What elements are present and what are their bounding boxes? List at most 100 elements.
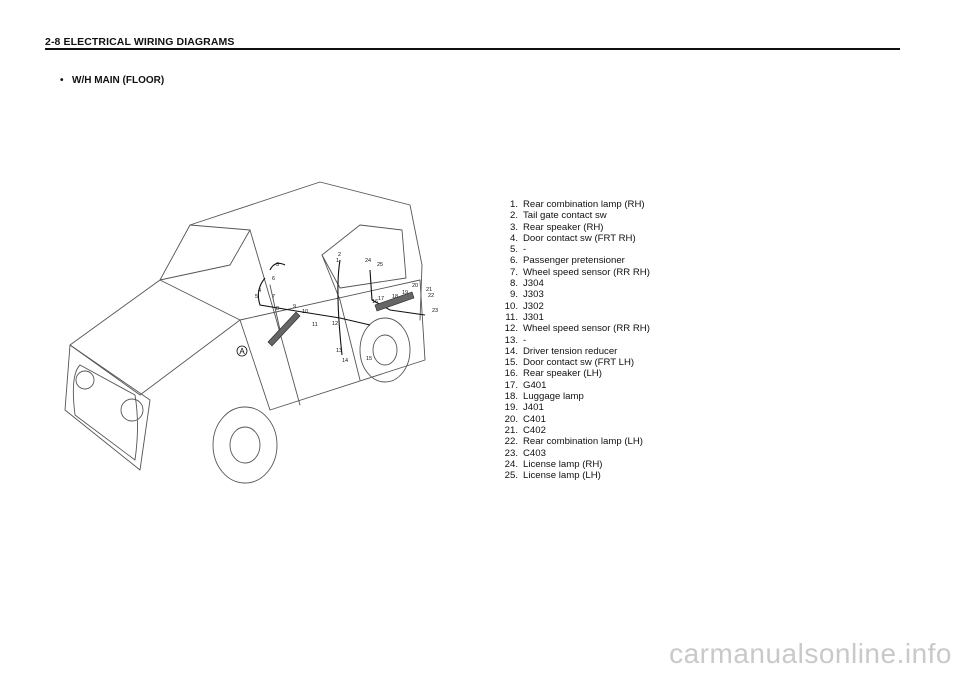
callout-number: 16 xyxy=(372,299,378,305)
legend-item: 9.J303 xyxy=(500,289,650,300)
legend-item: 20.C401 xyxy=(500,414,650,425)
legend-item-label: Wheel speed sensor (RR RH) xyxy=(523,323,650,335)
callout-number: 12 xyxy=(332,321,338,327)
page-header: 2-8 ELECTRICAL WIRING DIAGRAMS xyxy=(45,36,235,48)
callout-number: 18 xyxy=(392,294,398,300)
legend-item: 5.- xyxy=(500,244,650,255)
legend-item: 2. Tail gate contact sw xyxy=(500,210,650,221)
legend-item-label: Rear speaker (RH) xyxy=(523,221,604,233)
callout-number: 5 xyxy=(255,294,258,300)
legend-item: 4.Door contact sw (FRT RH) xyxy=(500,233,650,244)
legend-item-label: Passenger pretensioner xyxy=(523,255,625,267)
legend-item: 7. Wheel speed sensor (RR RH) xyxy=(500,267,650,278)
legend-item-label: License lamp (RH) xyxy=(523,458,603,470)
legend-item-number: 13. xyxy=(504,334,518,346)
legend-item-label: Driver tension reducer xyxy=(523,345,618,357)
legend-item-label: C403 xyxy=(523,447,546,459)
legend-item: 14. Driver tension reducer xyxy=(500,346,650,357)
legend-item-label: C402 xyxy=(523,424,546,436)
callout-number: 4 xyxy=(258,288,261,294)
section-title: • W/H MAIN (FLOOR) xyxy=(60,75,164,86)
callout-number: 11 xyxy=(312,322,318,328)
callout-number: 9 xyxy=(293,304,296,310)
legend-item-label: Luggage lamp xyxy=(523,391,584,403)
callout-number: 14 xyxy=(342,358,348,364)
callout-number: 23 xyxy=(432,308,438,314)
front-wheel-hub xyxy=(229,426,261,464)
callout-number: 10 xyxy=(302,309,308,315)
legend-item: 6.Passenger pretensioner xyxy=(500,255,650,266)
headlamp-left xyxy=(75,370,95,390)
legend-item: 17.G401 xyxy=(500,380,650,391)
legend-item-number: 15. xyxy=(504,357,518,369)
legend-item: 21. C402 xyxy=(500,425,650,436)
legend-item: 13.- xyxy=(500,335,650,346)
legend-item-label: J301 xyxy=(523,311,544,323)
legend-item: 16.Rear speaker (LH) xyxy=(500,368,650,379)
legend-item-number: 7. xyxy=(509,266,518,278)
section-title-text: W/H MAIN (FLOOR) xyxy=(72,75,165,86)
legend-item: 19. J401 xyxy=(500,402,650,413)
headlamp-right xyxy=(120,398,144,422)
legend-item-number: 24. xyxy=(504,458,518,470)
rear-wheel xyxy=(359,317,411,383)
callout-number: 24 xyxy=(365,258,371,264)
callout-number: 15 xyxy=(366,356,372,362)
legend-item-number: 25. xyxy=(504,470,518,482)
watermark: carmanualsonline.info xyxy=(669,638,952,669)
legend-item-number: 8. xyxy=(509,278,518,290)
vehicle-windshield xyxy=(159,224,251,281)
legend-item: 12.Wheel speed sensor (RR RH) xyxy=(500,323,650,334)
legend-item-label: - xyxy=(523,244,527,256)
callout-number: 22 xyxy=(428,293,434,299)
legend-item-number: 10. xyxy=(504,300,518,312)
legend-item-label: J401 xyxy=(523,402,544,414)
rear-wheel-hub xyxy=(372,334,398,366)
callout-number: 6 xyxy=(272,276,275,282)
legend-item-number: 9. xyxy=(509,289,518,301)
legend-item-number: 21. xyxy=(504,424,518,436)
callout-a-circle xyxy=(236,345,248,357)
legend-item-label: Tail gate contact sw xyxy=(523,210,607,222)
legend-item: 3.Rear speaker (RH) xyxy=(500,222,650,233)
legend-item-number: 18. xyxy=(504,391,518,403)
callout-number: 19 xyxy=(402,290,408,296)
vehicle-bullbar xyxy=(72,364,138,461)
legend-item-number: 14. xyxy=(504,345,518,357)
callout-number: 1 xyxy=(336,258,339,264)
legend-item-label: J304 xyxy=(523,278,544,290)
callout-number: 20 xyxy=(412,283,418,289)
legend-item: 8. J304 xyxy=(500,278,650,289)
callout-number: 2 xyxy=(338,252,341,258)
legend-item: 18. Luggage lamp xyxy=(500,391,650,402)
legend-item-number: 4. xyxy=(509,232,518,244)
legend-item: 11.J301 xyxy=(500,312,650,323)
legend-item-label: C401 xyxy=(523,413,546,425)
legend-item-number: 1. xyxy=(509,199,518,210)
legend-item-number: 16. xyxy=(504,368,518,380)
legend-item: 1. Rear combination lamp (RH) xyxy=(500,199,650,210)
legend-item: 22.Rear combination lamp (LH) xyxy=(500,436,650,447)
vehicle-hood xyxy=(69,279,241,396)
legend-item-number: 2. xyxy=(509,210,518,222)
callout-number: 3 xyxy=(276,262,279,268)
legend-item-label: J302 xyxy=(523,300,544,312)
header-rule xyxy=(45,48,900,50)
legend-item: 23.C403 xyxy=(500,448,650,459)
legend-item-label: License lamp (LH) xyxy=(523,470,601,482)
vehicle-body-side xyxy=(239,279,426,411)
bullet: • xyxy=(60,75,64,86)
legend-item: 24. License lamp (RH) xyxy=(500,459,650,470)
legend-item-label: Wheel speed sensor (RR RH) xyxy=(523,266,650,278)
harness-sheath xyxy=(267,291,415,347)
legend-item-number: 22. xyxy=(504,436,518,448)
callout-number: 21 xyxy=(426,287,432,293)
legend-item-number: 19. xyxy=(504,402,518,414)
legend-item-label: Rear combination lamp (RH) xyxy=(523,199,645,210)
component-legend: 1. Rear combination lamp (RH) 2. Tail gate … xyxy=(500,199,650,481)
callout-number: 17 xyxy=(378,296,384,302)
vehicle-front xyxy=(64,344,151,471)
legend-item-label: - xyxy=(523,334,527,346)
